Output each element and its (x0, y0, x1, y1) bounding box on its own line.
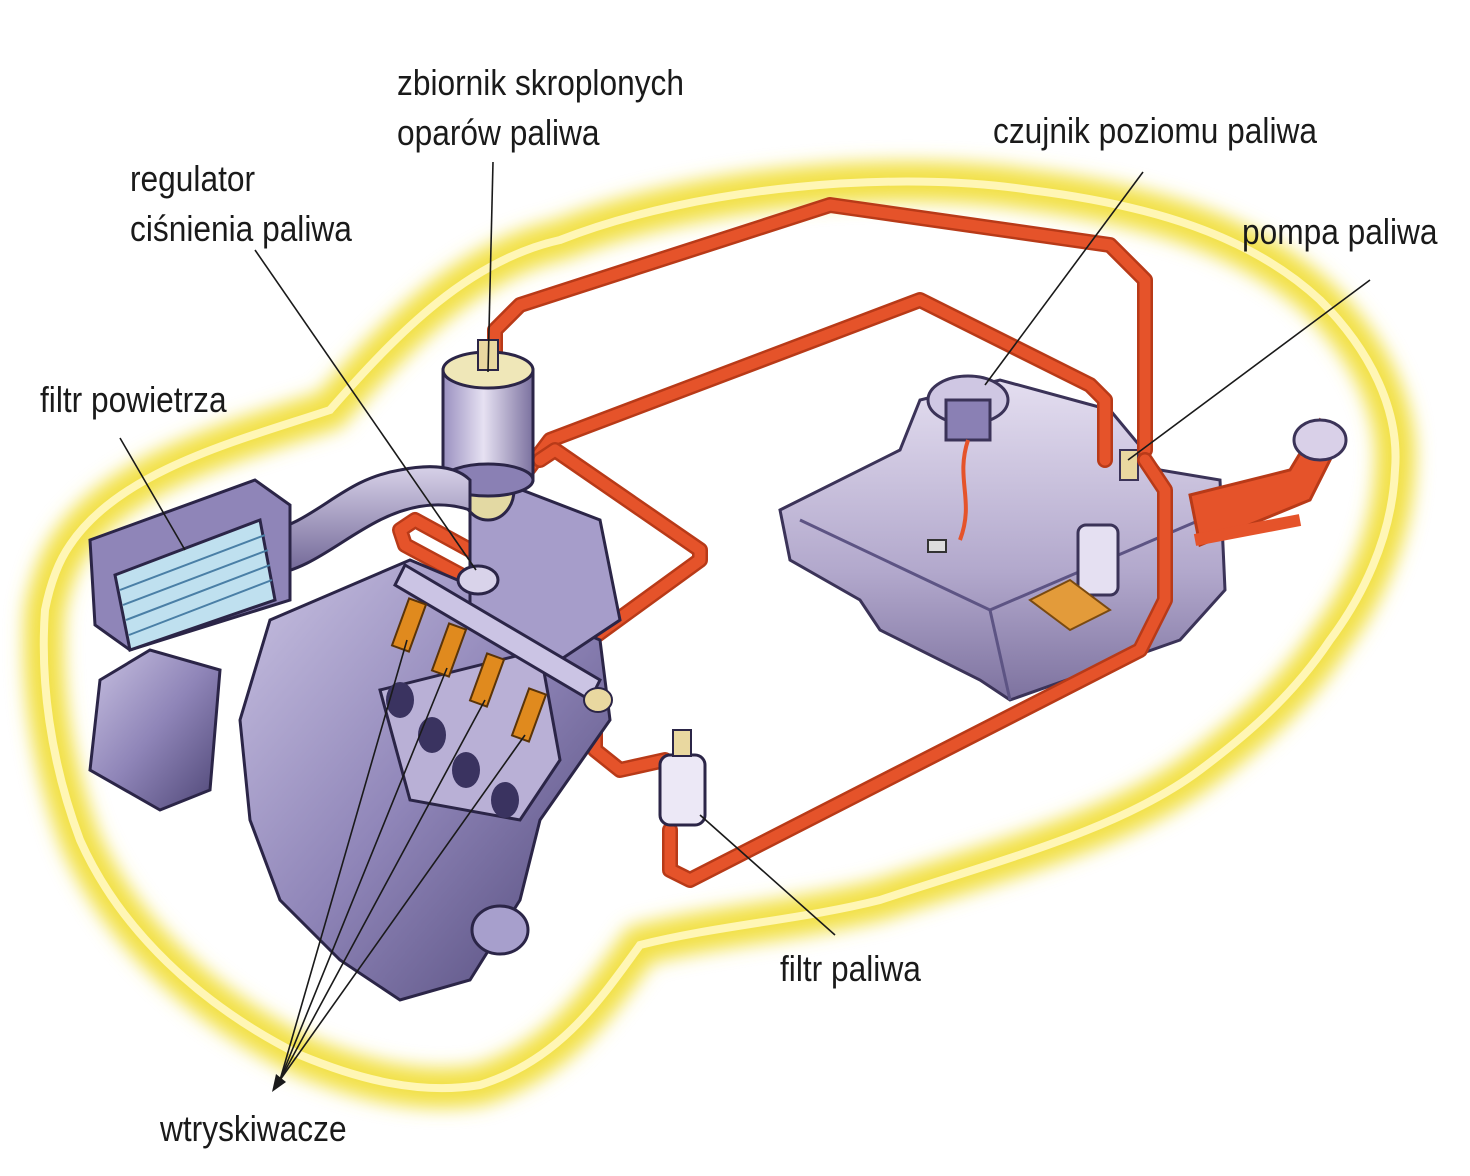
label-injectors: wtryskiwacze (160, 1104, 347, 1154)
label-air-filter: filtr powietrza (40, 375, 227, 425)
label-fuel-filter-text: filtr paliwa (780, 948, 921, 989)
label-air-filter-text: filtr powietrza (40, 379, 227, 420)
air-filter (88, 478, 292, 812)
label-vapor-canister-line2: oparów paliwa (397, 112, 600, 153)
label-vapor-canister-line1: zbiornik skroplonych (397, 62, 685, 103)
fuel-tank (778, 378, 1348, 702)
leader-line-air-filter (119, 437, 186, 551)
label-fuel-pump: pompa paliwa (1242, 207, 1437, 257)
label-regulator-line1: regulator (130, 158, 256, 199)
fuel-filter (658, 729, 707, 827)
car-body-outline (23, 161, 1416, 1109)
label-fuel-pump-text: pompa paliwa (1242, 211, 1438, 252)
label-vapor-canister: zbiornik skroplonych oparów paliwa (397, 58, 684, 158)
label-injectors-text: wtryskiwacze (160, 1108, 347, 1149)
air-intake-pipe (258, 465, 472, 577)
injector-arrow-head (272, 1074, 286, 1092)
label-fuel-level-sensor: czujnik poziomu paliwa (993, 106, 1317, 156)
injectors (390, 597, 548, 743)
fuel-rail (393, 562, 613, 713)
fuel-level-sensor (926, 374, 1010, 553)
leader-line-fuel-filter (699, 814, 836, 936)
leader-lines (119, 161, 1371, 1081)
label-fuel-filter: filtr paliwa (780, 944, 921, 994)
intake-ports (386, 682, 519, 818)
label-fuel-pressure-regulator: regulator ciśnienia paliwa (130, 154, 352, 254)
label-fuel-level-sensor-text: czujnik poziomu paliwa (993, 110, 1318, 151)
leader-line-regulator (254, 249, 477, 571)
engine-block (238, 458, 622, 1002)
fuel-pump (1028, 449, 1139, 632)
leader-line-vapor-canister (487, 161, 494, 373)
leader-line-level-sensor (984, 171, 1144, 386)
fuel-pressure-regulator (456, 564, 500, 596)
leader-lines-injectors (279, 639, 526, 1081)
label-regulator-line2: ciśnienia paliwa (130, 208, 352, 249)
leader-line-fuel-pump (1127, 279, 1371, 461)
